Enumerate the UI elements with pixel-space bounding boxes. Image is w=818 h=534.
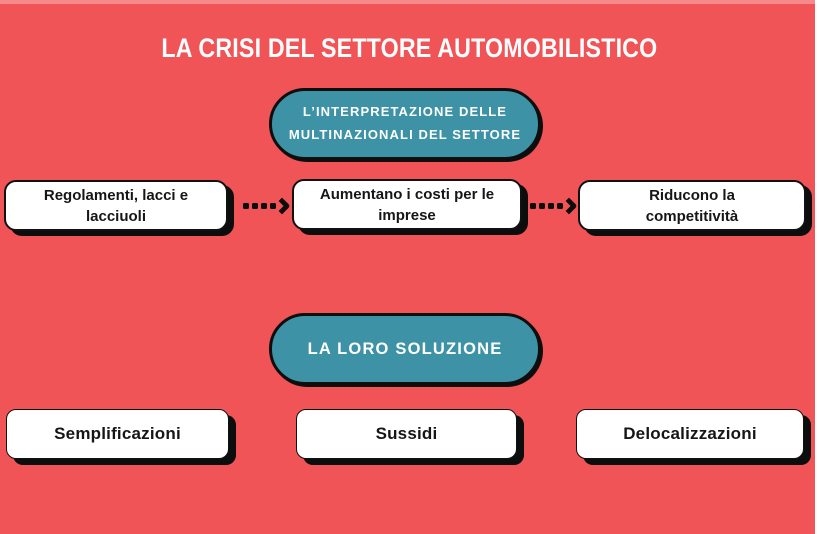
chain-box-regolamenti: Regolamenti, lacci e lacciuoli: [4, 180, 228, 231]
chain-box-label: Regolamenti, lacci e lacciuoli: [43, 186, 189, 225]
arrow-head-icon: [273, 197, 291, 215]
arrow-dot: [539, 203, 545, 209]
solution-box-sussidi: Sussidi: [296, 409, 517, 459]
chain-box-label: Riducono la competitività: [645, 186, 739, 225]
chain-box-label: Aumentano i costi per le imprese: [319, 185, 495, 224]
page-title: LA CRISI DEL SETTORE AUTOMOBILISTICO: [0, 33, 818, 64]
dotted-arrow-icon: [530, 197, 578, 215]
solution-box-semplificazioni: Semplificazioni: [6, 409, 229, 459]
page-title-text: LA CRISI DEL SETTORE AUTOMOBILISTICO: [160, 33, 657, 63]
solution-bubble-label: LA LORO SOLUZIONE: [307, 339, 503, 358]
solution-box-label: Delocalizzazioni: [623, 424, 757, 444]
interpretation-bubble-label: L’INTERPRETAZIONE DELLE MULTINAZIONALI D…: [288, 104, 522, 142]
arrow-dot: [270, 203, 276, 209]
top-edge-strip: [0, 0, 818, 4]
solution-box-label: Semplificazioni: [54, 424, 181, 444]
arrow-dot: [530, 203, 536, 209]
solution-box-delocalizzazioni: Delocalizzazioni: [576, 409, 804, 459]
right-edge-strip: [815, 0, 818, 534]
arrow-dot: [548, 203, 554, 209]
arrow-dot: [557, 203, 563, 209]
arrow-dot: [261, 203, 267, 209]
chain-box-costi: Aumentano i costi per le imprese: [292, 179, 522, 230]
arrow-head-icon: [560, 197, 578, 215]
solution-box-label: Sussidi: [375, 424, 438, 444]
arrow-dot: [252, 203, 258, 209]
interpretation-bubble: L’INTERPRETAZIONE DELLE MULTINAZIONALI D…: [269, 88, 541, 160]
arrow-dot: [243, 203, 249, 209]
solution-bubble: LA LORO SOLUZIONE: [269, 313, 541, 385]
chain-box-competitivita: Riducono la competitività: [578, 180, 806, 231]
dotted-arrow-icon: [243, 197, 291, 215]
